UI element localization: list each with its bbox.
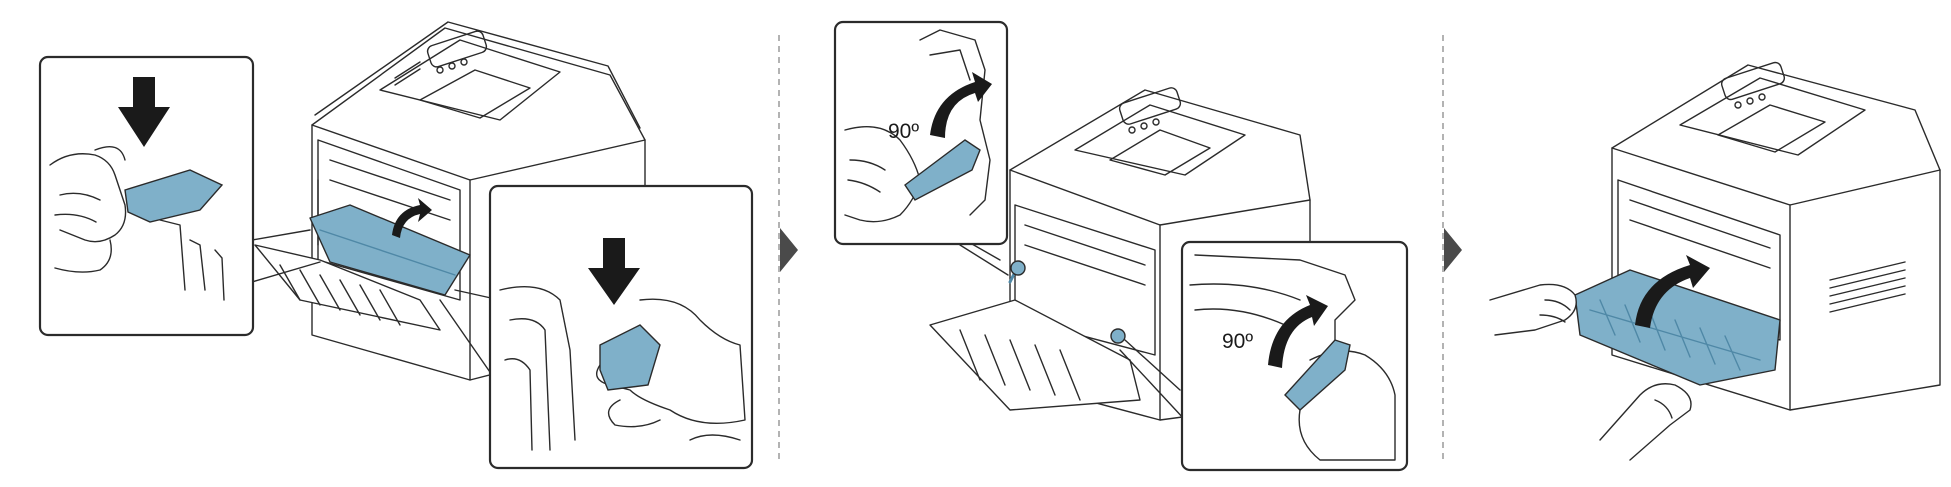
rear-guide-blue xyxy=(309,204,471,296)
press-down-arrow-icon xyxy=(588,238,640,305)
step-2-inset-top: 90º xyxy=(833,20,1009,246)
rotate-arrow-icon xyxy=(1635,255,1710,328)
step-3-panel xyxy=(1489,61,1941,461)
hand-icon xyxy=(1489,283,1577,336)
rear-latch-blue xyxy=(124,169,224,223)
hand-icon xyxy=(844,126,921,223)
angle-label-bottom: 90º xyxy=(1222,330,1253,353)
step-arrow-2-icon xyxy=(1444,228,1462,272)
step-1-inset-right xyxy=(488,184,754,470)
step-1-inset-left xyxy=(38,55,255,337)
rotate-arrow-icon xyxy=(1268,295,1328,368)
rear-guide-blue xyxy=(904,139,981,201)
step-arrow-1-icon xyxy=(780,228,798,272)
hand-icon xyxy=(1599,383,1692,461)
rear-guide-blue xyxy=(1284,339,1351,411)
press-down-arrow-icon xyxy=(118,77,170,147)
rotate-arrow-icon xyxy=(392,198,432,238)
rear-latch-blue xyxy=(599,324,661,391)
angle-label-top: 90º xyxy=(888,120,919,143)
rotate-arrow-icon xyxy=(930,72,992,138)
step-2-inset-bottom: 90º xyxy=(1180,240,1409,472)
hand-icon xyxy=(49,153,127,273)
